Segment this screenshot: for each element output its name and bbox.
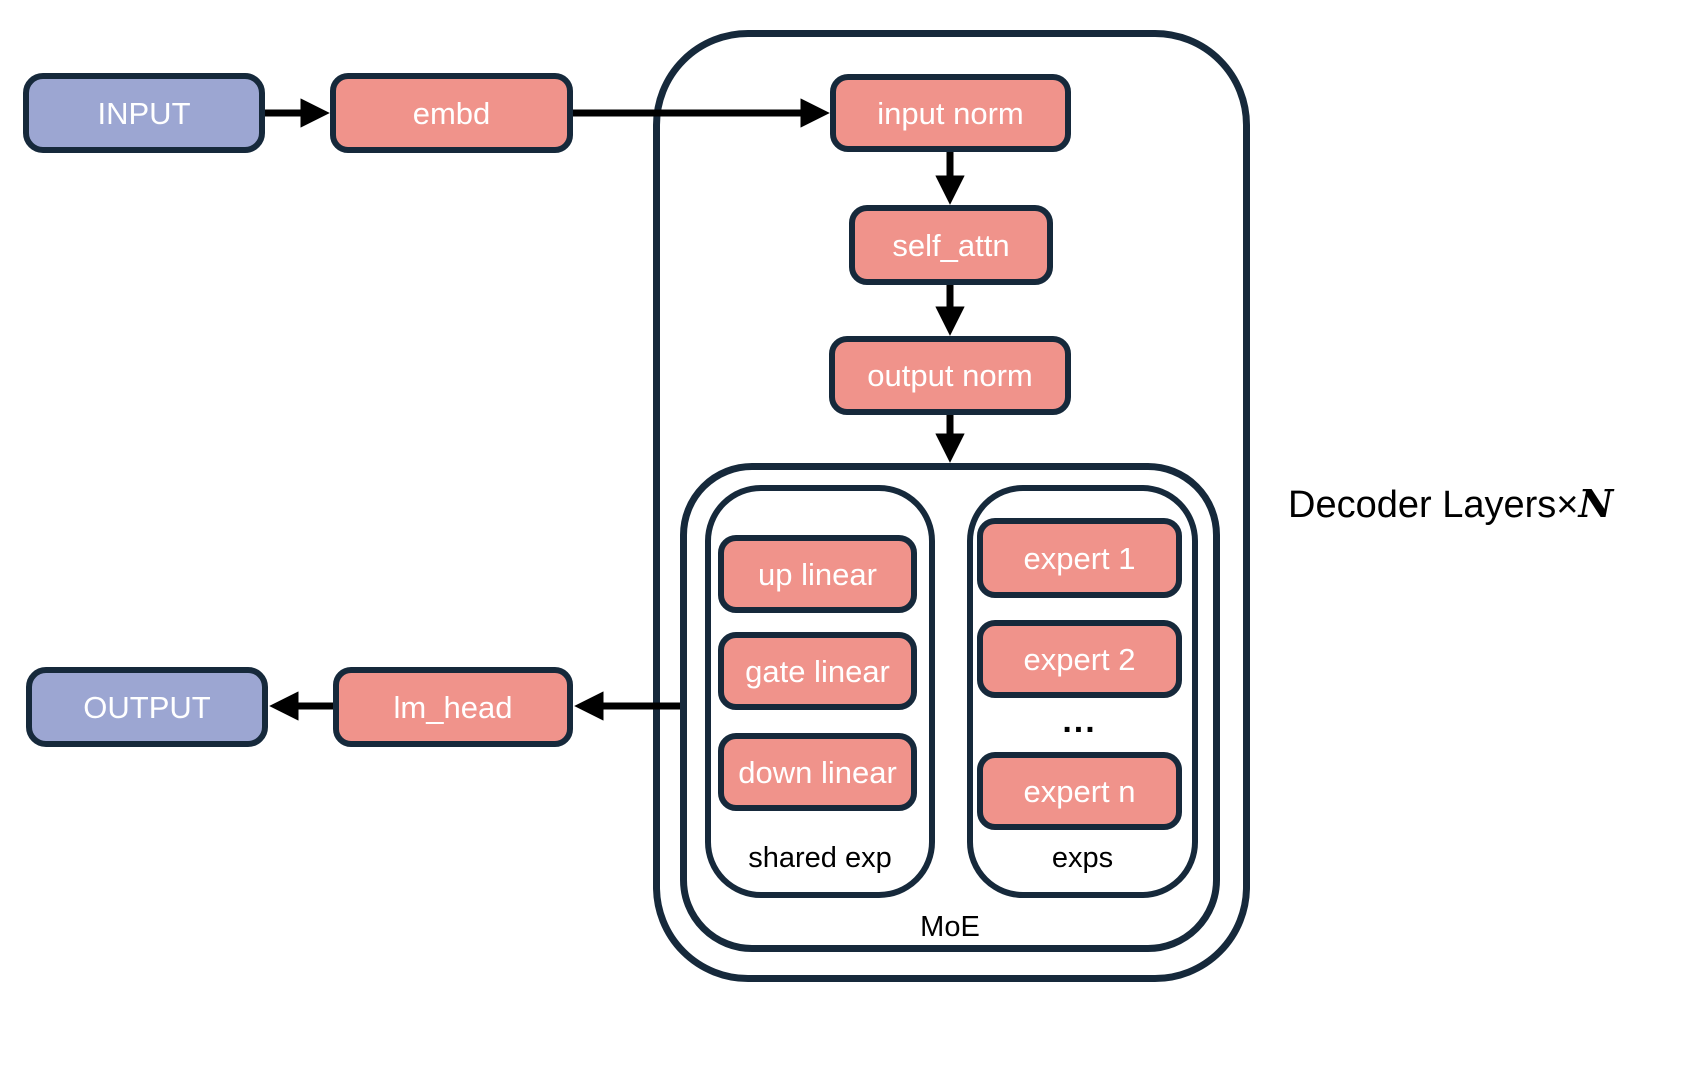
self-attn-node-label: self_attn: [892, 227, 1010, 263]
expert-1-node-label: expert 1: [1023, 540, 1136, 576]
decoder-layers-container: [653, 30, 1250, 982]
down-linear-node: down linear: [718, 733, 917, 811]
moe-label: MoE: [920, 910, 980, 943]
expert-2-node-label: expert 2: [1023, 641, 1136, 677]
decoder-layers-label: Decoder Layers×N: [1288, 481, 1614, 526]
lm-head-node: lm_head: [333, 667, 573, 747]
up-linear-node-label: up linear: [758, 556, 877, 592]
exps-label: exps: [1051, 841, 1114, 874]
times-symbol: ×: [1556, 484, 1579, 526]
input-norm-node-label: input norm: [877, 95, 1024, 131]
input-node-label: INPUT: [97, 95, 191, 131]
shared-exp-container: [705, 485, 935, 898]
embd-node-label: embd: [412, 95, 491, 131]
output-node: OUTPUT: [26, 667, 268, 747]
gate-linear-node: gate linear: [718, 632, 917, 710]
decoder-layers-text: Decoder Layers: [1288, 484, 1557, 526]
up-linear-node: up linear: [718, 535, 917, 613]
expert-n-node-label: expert n: [1023, 773, 1136, 809]
repeat-count-symbol: N: [1578, 481, 1614, 526]
embd-node: embd: [330, 73, 573, 153]
input-norm-node: input norm: [830, 74, 1071, 152]
output-norm-node: output norm: [829, 336, 1071, 415]
expert-1-node: expert 1: [977, 518, 1182, 598]
gate-linear-node-label: gate linear: [745, 653, 890, 689]
input-node: INPUT: [23, 73, 265, 153]
self-attn-node: self_attn: [849, 205, 1053, 285]
expert-n-node: expert n: [977, 752, 1182, 830]
exps-container: [967, 485, 1198, 898]
output-node-label: OUTPUT: [83, 689, 211, 725]
moe-container: [680, 463, 1220, 952]
output-norm-node-label: output norm: [867, 358, 1033, 393]
expert-2-node: expert 2: [977, 620, 1182, 698]
lm-head-node-label: lm_head: [393, 689, 513, 725]
experts-ellipsis: ...: [1062, 702, 1097, 741]
down-linear-node-label: down linear: [738, 754, 897, 790]
shared-exp-label: shared exp: [748, 841, 892, 874]
